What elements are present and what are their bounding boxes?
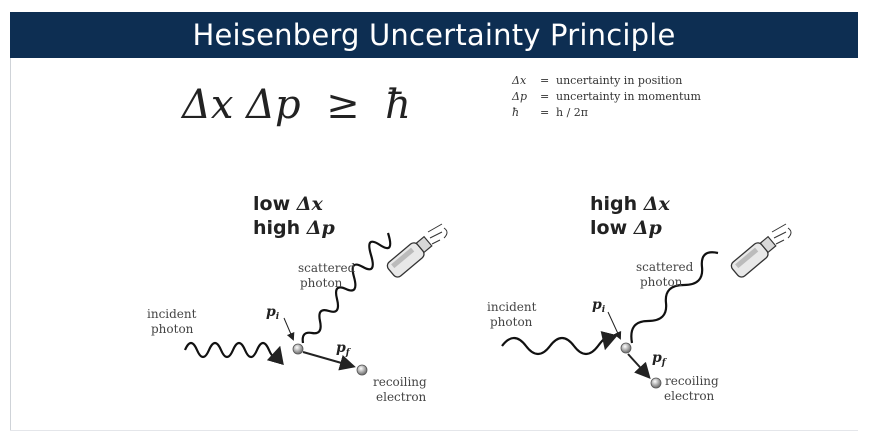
frame-left-border (10, 58, 11, 430)
left-scattered-label-2: photon (300, 276, 343, 290)
right-pi-label: pi (592, 297, 606, 315)
legend-definition: h / 2π (556, 105, 589, 119)
right-scattered-label-1: scattered (636, 260, 694, 274)
legend-row: Δp = uncertainty in momentum (512, 88, 701, 104)
left-pi-arrow (283, 317, 295, 341)
symbol-legend: Δx = uncertainty in position Δp = uncert… (512, 72, 701, 120)
legend-symbol: Δp (512, 89, 527, 103)
right-recoil-label-1: recoiling (665, 374, 719, 388)
right-pi-arrow (607, 311, 622, 340)
right-incident-label-1: incident (487, 300, 537, 314)
right-regime-symbol-1: Δx (643, 193, 670, 215)
right-electron-initial (620, 342, 632, 354)
legend-equals: = (540, 105, 550, 119)
formula-delta-p: Δp (246, 82, 301, 128)
slide-title: Heisenberg Uncertainty Principle (192, 18, 676, 52)
legend-symbol: Δx (512, 73, 527, 87)
left-regime-symbol-2: Δp (306, 217, 335, 239)
uncertainty-formula: Δx Δp ≥ ħ (182, 82, 411, 128)
right-panel: incident photon pi scattered photon (487, 223, 792, 403)
left-electron-initial (292, 343, 304, 355)
left-panel: incident photon pi scattered photon (147, 223, 448, 404)
formula-hbar: ħ (385, 82, 411, 128)
left-scattered-photon-wave (301, 232, 392, 344)
right-scattered-label-2: photon (640, 275, 683, 289)
right-recoil-electron (650, 377, 662, 389)
legend-definition: uncertainty in position (556, 73, 683, 87)
left-scattered-label-1: scattered (298, 261, 356, 275)
left-recoil-arrow (302, 351, 356, 371)
left-recoil-electron (356, 364, 368, 376)
right-scattered-photon-wave (630, 251, 719, 344)
left-recoil-label-1: recoiling (373, 375, 427, 389)
left-pi-label: pi (266, 304, 280, 322)
frame-bottom-border (10, 430, 858, 431)
formula-geq: ≥ (326, 82, 360, 128)
right-incident-photon-wave (501, 331, 618, 356)
left-recoil-label-2: electron (376, 390, 427, 404)
title-bar: Heisenberg Uncertainty Principle (10, 12, 858, 58)
left-pf-label: pf (336, 340, 352, 358)
right-incident-label-2: photon (490, 315, 533, 329)
right-regime-word-1: high (590, 193, 638, 215)
right-recoil-label-2: electron (664, 389, 715, 403)
legend-row: Δx = uncertainty in position (512, 72, 701, 88)
right-recoil-arrow (627, 353, 651, 379)
right-regime-word-2: low (590, 217, 628, 239)
right-regime-label: high Δx low Δp (590, 192, 670, 240)
left-eye-icon (427, 223, 448, 245)
left-regime-word-1: low (253, 193, 291, 215)
legend-definition: uncertainty in momentum (556, 89, 701, 103)
legend-row: ħ = h / 2π (512, 104, 701, 120)
right-regime-symbol-2: Δp (633, 217, 662, 239)
right-eye-icon (771, 223, 792, 245)
right-detector-icon (730, 235, 777, 278)
right-pf-label: pf (652, 350, 668, 368)
left-incident-label-1: incident (147, 307, 197, 321)
legend-equals: = (540, 89, 550, 103)
left-incident-photon-wave (183, 341, 284, 366)
left-incident-label-2: photon (151, 322, 194, 336)
left-regime-label: low Δx high Δp (253, 192, 335, 240)
left-regime-symbol-1: Δx (296, 193, 323, 215)
legend-symbol: ħ (512, 105, 520, 119)
formula-delta-x: Δx (182, 82, 234, 128)
legend-equals: = (540, 73, 550, 87)
left-regime-word-2: high (253, 217, 301, 239)
left-detector-icon (386, 235, 433, 278)
